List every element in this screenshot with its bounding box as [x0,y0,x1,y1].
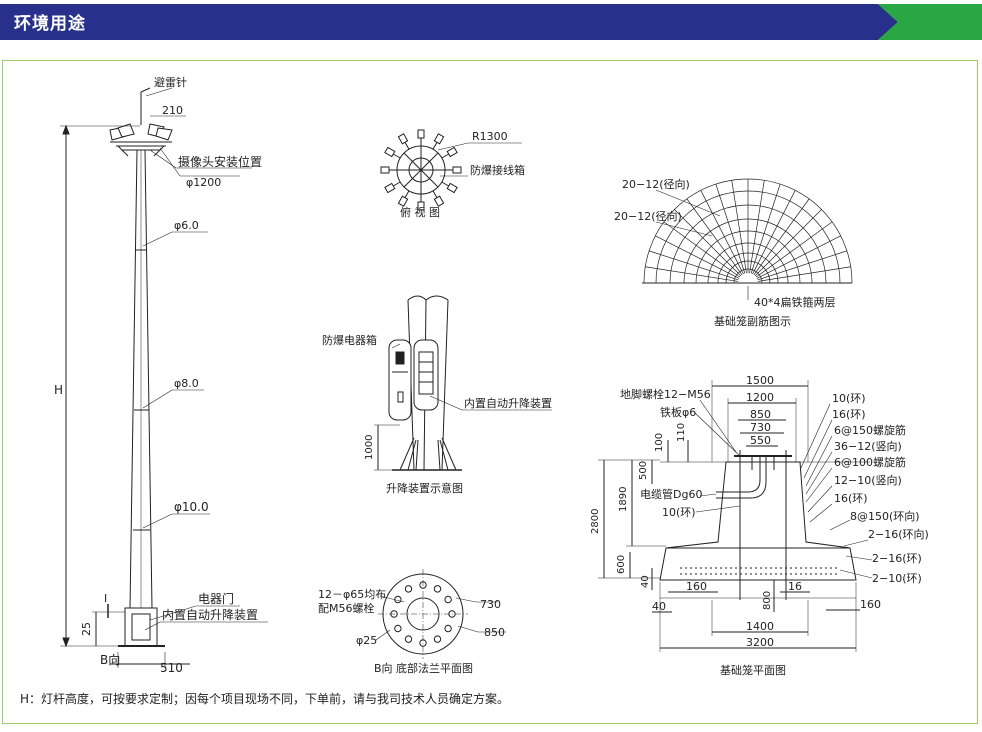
flat-bar-label: 40*4扁铁箍两层 [754,295,836,309]
flange-dim-730: 730 [480,598,501,611]
lightning-rod-label: 避雷针 [154,75,187,89]
dim-110: 110 [676,423,687,442]
foundation-caption: 基础笼平面图 [720,663,786,677]
bottom-dim-25: 25 [80,622,93,636]
cage-caption: 基础笼副筋图示 [714,314,791,328]
radial-label-1: 20−12(径向) [622,177,690,191]
top-width-dim: 210 [162,104,183,117]
ring10-left-label: 10(环) [662,506,696,519]
hoop216-label: 2−16(环向) [868,527,929,541]
ring16b-label: 16(环) [834,492,868,505]
vertical12-label: 12−10(竖向) [834,473,902,487]
dim-40b: 40 [652,600,666,613]
dim-1890: 1890 [618,487,629,512]
radial-label-2: 20−12(径向) [614,209,682,223]
section-header: 环境用途 [0,0,982,44]
lift-device-view [374,295,552,471]
radius-label: R1300 [472,130,508,143]
top-view [380,129,522,211]
section-title: 环境用途 [14,14,86,34]
ring216-label: 2−16(环) [872,552,922,565]
header-bar [0,0,982,44]
section-mark: I [104,592,107,605]
flange-view [375,569,506,659]
dim-1400: 1400 [746,620,774,633]
dim-800: 800 [762,591,773,610]
door-label: 电器门 [198,591,234,606]
flange-dim-850: 850 [484,626,505,639]
flange-holes-label: 12－φ65均布 [318,588,386,601]
flange-caption: B向 底部法兰平面图 [374,661,473,675]
camera-mount-label: 摄像头安装位置 [178,154,262,169]
ring10-label: 10(环) [832,392,866,405]
cage-sector-view [642,178,853,300]
lift-height-1000: 1000 [364,435,375,460]
dim-730: 730 [750,421,771,434]
dim-1500: 1500 [746,374,774,387]
diameter-6-label: φ6.0 [174,219,199,232]
spiral150-label: 6@150螺旋筋 [834,423,906,437]
diameter-10-label: φ10.0 [174,500,209,514]
lift-caption: 升降装置示意图 [386,481,463,495]
dim-550: 550 [750,434,771,447]
conduit-label: 电缆管Dg60 [640,487,702,501]
electric-box-label: 防爆电器箱 [322,333,377,347]
dim-500: 500 [638,461,649,480]
ring210-label: 2−10(环) [872,572,922,585]
vertical36-label: 36−12(竖向) [834,439,902,453]
dim-100: 100 [654,433,665,452]
pole-elevation [60,87,268,668]
dim-3200: 3200 [746,636,774,649]
flange-bolts-label: 配M56螺栓 [318,601,375,615]
b-view-label: B向 [100,652,120,667]
diameter-8-label: φ8.0 [174,377,199,390]
ring150-label: 8@150(环向) [850,509,920,523]
flange-hole-dia: φ25 [356,634,377,647]
dim-160a: 160 [686,580,707,593]
dim-2800: 2800 [590,509,601,534]
pole-height-label: H [54,383,63,397]
dim-600: 600 [616,555,627,574]
footer-note: H：灯杆高度，可按要求定制；因每个项目现场不同，下单前，请与我司技术人员确定方案… [20,692,510,706]
base-width-510: 510 [160,661,183,675]
junction-box-label: 防爆接线箱 [470,163,525,177]
top-view-caption: 俯 视 图 [400,205,440,219]
dim-1200: 1200 [746,391,774,404]
anchor-bolt-label: 地脚螺栓12−M56 [620,387,711,401]
foundation-view [598,380,873,652]
ring-diameter-label: φ1200 [186,176,221,189]
dim-850: 850 [750,408,771,421]
drawing-panel [2,60,978,724]
dim-160b: 160 [860,598,881,611]
spiral100-label: 6@100螺旋筋 [834,455,906,469]
ring16-label: 16(环) [832,408,866,421]
dim-16: 16 [788,580,802,593]
dim-40a: 40 [640,575,651,588]
pole-lift-label: 内置自动升降装置 [162,608,258,622]
iron-plate-label: 铁板φ6 [660,405,696,419]
lift-device-label: 内置自动升降装置 [464,396,552,410]
